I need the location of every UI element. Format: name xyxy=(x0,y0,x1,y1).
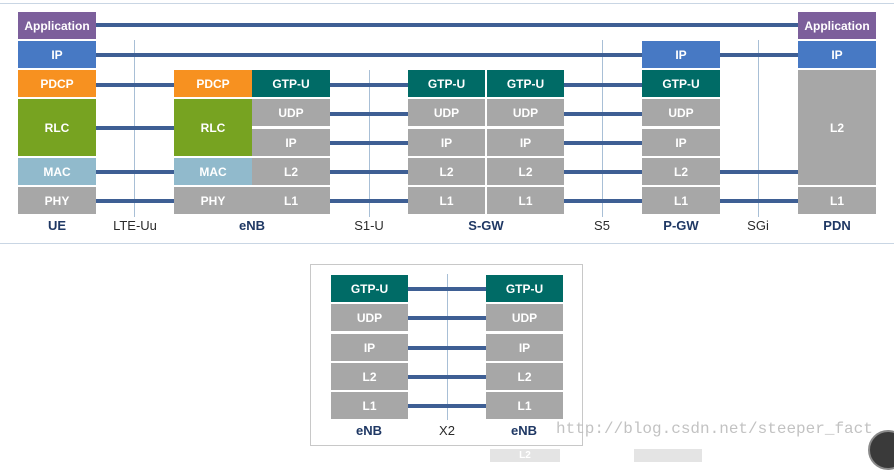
s5-ip-link xyxy=(564,141,642,145)
enb-udp-layer: UDP xyxy=(252,99,330,126)
x2-left-enb-label: eNB xyxy=(355,423,383,438)
s1u-udp-link xyxy=(330,112,408,116)
watermark-text: http://blog.csdn.net/steeper_fact xyxy=(556,420,873,438)
s5-l2-link xyxy=(564,170,642,174)
pdn-l1-layer: L1 xyxy=(798,187,876,214)
s1u-gtpu-link xyxy=(330,83,408,87)
top-bottom-frame-line xyxy=(0,243,894,244)
enb-pdcp-layer: PDCP xyxy=(174,70,252,97)
x2-interface-label: X2 xyxy=(439,423,455,438)
sgw-right-l2-layer: L2 xyxy=(487,158,564,185)
lte-uu-interface-label: LTE-Uu xyxy=(113,218,157,233)
ip-link-pgw-pdn xyxy=(720,53,798,57)
x2-left-gtpu-layer: GTP-U xyxy=(331,275,408,302)
x2-right-l1-layer: L1 xyxy=(486,392,563,419)
ue-pdcp-layer: PDCP xyxy=(18,70,96,97)
pgw-udp-layer: UDP xyxy=(642,99,720,126)
x2-udp-link xyxy=(408,316,486,320)
chevron-up-icon[interactable] xyxy=(868,430,894,470)
s1u-ip-link xyxy=(330,141,408,145)
enb-gtpu-layer: GTP-U xyxy=(252,70,330,97)
x2-gtpu-link xyxy=(408,287,486,291)
enb-phy-layer: PHY xyxy=(174,187,252,214)
sgw-left-l2-layer: L2 xyxy=(408,158,485,185)
ue-rlc-layer: RLC xyxy=(18,99,96,156)
pdcp-link xyxy=(96,83,174,87)
pgw-ip-lower-layer: IP xyxy=(642,129,720,156)
sgw-left-udp-layer: UDP xyxy=(408,99,485,126)
sgw-right-l1-layer: L1 xyxy=(487,187,564,214)
x2-left-l2-layer: L2 xyxy=(331,363,408,390)
ip-link-ue-pgw xyxy=(96,53,642,57)
s1u-l2-link xyxy=(330,170,408,174)
enb-ip-layer: IP xyxy=(252,129,330,156)
s5-interface-line xyxy=(602,40,603,217)
pdn-ip-layer: IP xyxy=(798,41,876,68)
pgw-node-label: P-GW xyxy=(663,218,699,233)
x2-right-enb-label: eNB xyxy=(510,423,538,438)
sgw-left-l1-layer: L1 xyxy=(408,187,485,214)
sgi-l1-link xyxy=(720,199,798,203)
enb-l1-layer: L1 xyxy=(252,187,330,214)
ue-node-label: UE xyxy=(47,218,67,233)
sgw-left-gtpu-layer: GTP-U xyxy=(408,70,485,97)
s1u-l1-link xyxy=(330,199,408,203)
enb-mac-layer: MAC xyxy=(174,158,252,185)
pdn-node-label: PDN xyxy=(823,218,851,233)
x2-right-ip-layer: IP xyxy=(486,334,563,361)
x2-ip-link xyxy=(408,346,486,350)
s5-l1-link xyxy=(564,199,642,203)
x2-left-udp-layer: UDP xyxy=(331,304,408,331)
x2-l2-link xyxy=(408,375,486,379)
pgw-l1-layer: L1 xyxy=(642,187,720,214)
faded-l2-block: L2 xyxy=(490,449,560,462)
mac-link xyxy=(96,170,174,174)
sgw-right-gtpu-layer: GTP-U xyxy=(487,70,564,97)
sgw-node-label: S-GW xyxy=(468,218,504,233)
ue-ip-layer: IP xyxy=(18,41,96,68)
x2-right-gtpu-layer: GTP-U xyxy=(486,275,563,302)
x2-left-l1-layer: L1 xyxy=(331,392,408,419)
enb-rlc-layer: RLC xyxy=(174,99,252,156)
sgw-right-ip-layer: IP xyxy=(487,129,564,156)
pdn-application-layer: Application xyxy=(798,12,876,39)
top-frame-line xyxy=(0,3,894,4)
enb-l2-layer: L2 xyxy=(252,158,330,185)
pgw-l2-layer: L2 xyxy=(642,158,720,185)
s5-udp-link xyxy=(564,112,642,116)
x2-right-udp-layer: UDP xyxy=(486,304,563,331)
sgw-right-udp-layer: UDP xyxy=(487,99,564,126)
s5-interface-label: S5 xyxy=(594,218,610,233)
faded-block-right xyxy=(634,449,702,462)
x2-l1-link xyxy=(408,404,486,408)
sgi-interface-label: SGi xyxy=(747,218,769,233)
enb-node-label: eNB xyxy=(238,218,266,233)
s1u-interface-label: S1-U xyxy=(354,218,384,233)
pgw-gtpu-layer: GTP-U xyxy=(642,70,720,97)
ue-mac-layer: MAC xyxy=(18,158,96,185)
sgi-l2-link xyxy=(720,170,798,174)
pgw-ip-layer: IP xyxy=(642,41,720,68)
sgw-left-ip-layer: IP xyxy=(408,129,485,156)
x2-left-ip-layer: IP xyxy=(331,334,408,361)
pdn-l2-layer: L2 xyxy=(798,70,876,185)
ue-application-layer: Application xyxy=(18,12,96,39)
application-link xyxy=(96,23,798,27)
rlc-link xyxy=(96,126,174,130)
phy-link xyxy=(96,199,174,203)
x2-right-l2-layer: L2 xyxy=(486,363,563,390)
s5-gtpu-link xyxy=(564,83,642,87)
sgi-interface-line xyxy=(758,40,759,217)
ue-phy-layer: PHY xyxy=(18,187,96,214)
